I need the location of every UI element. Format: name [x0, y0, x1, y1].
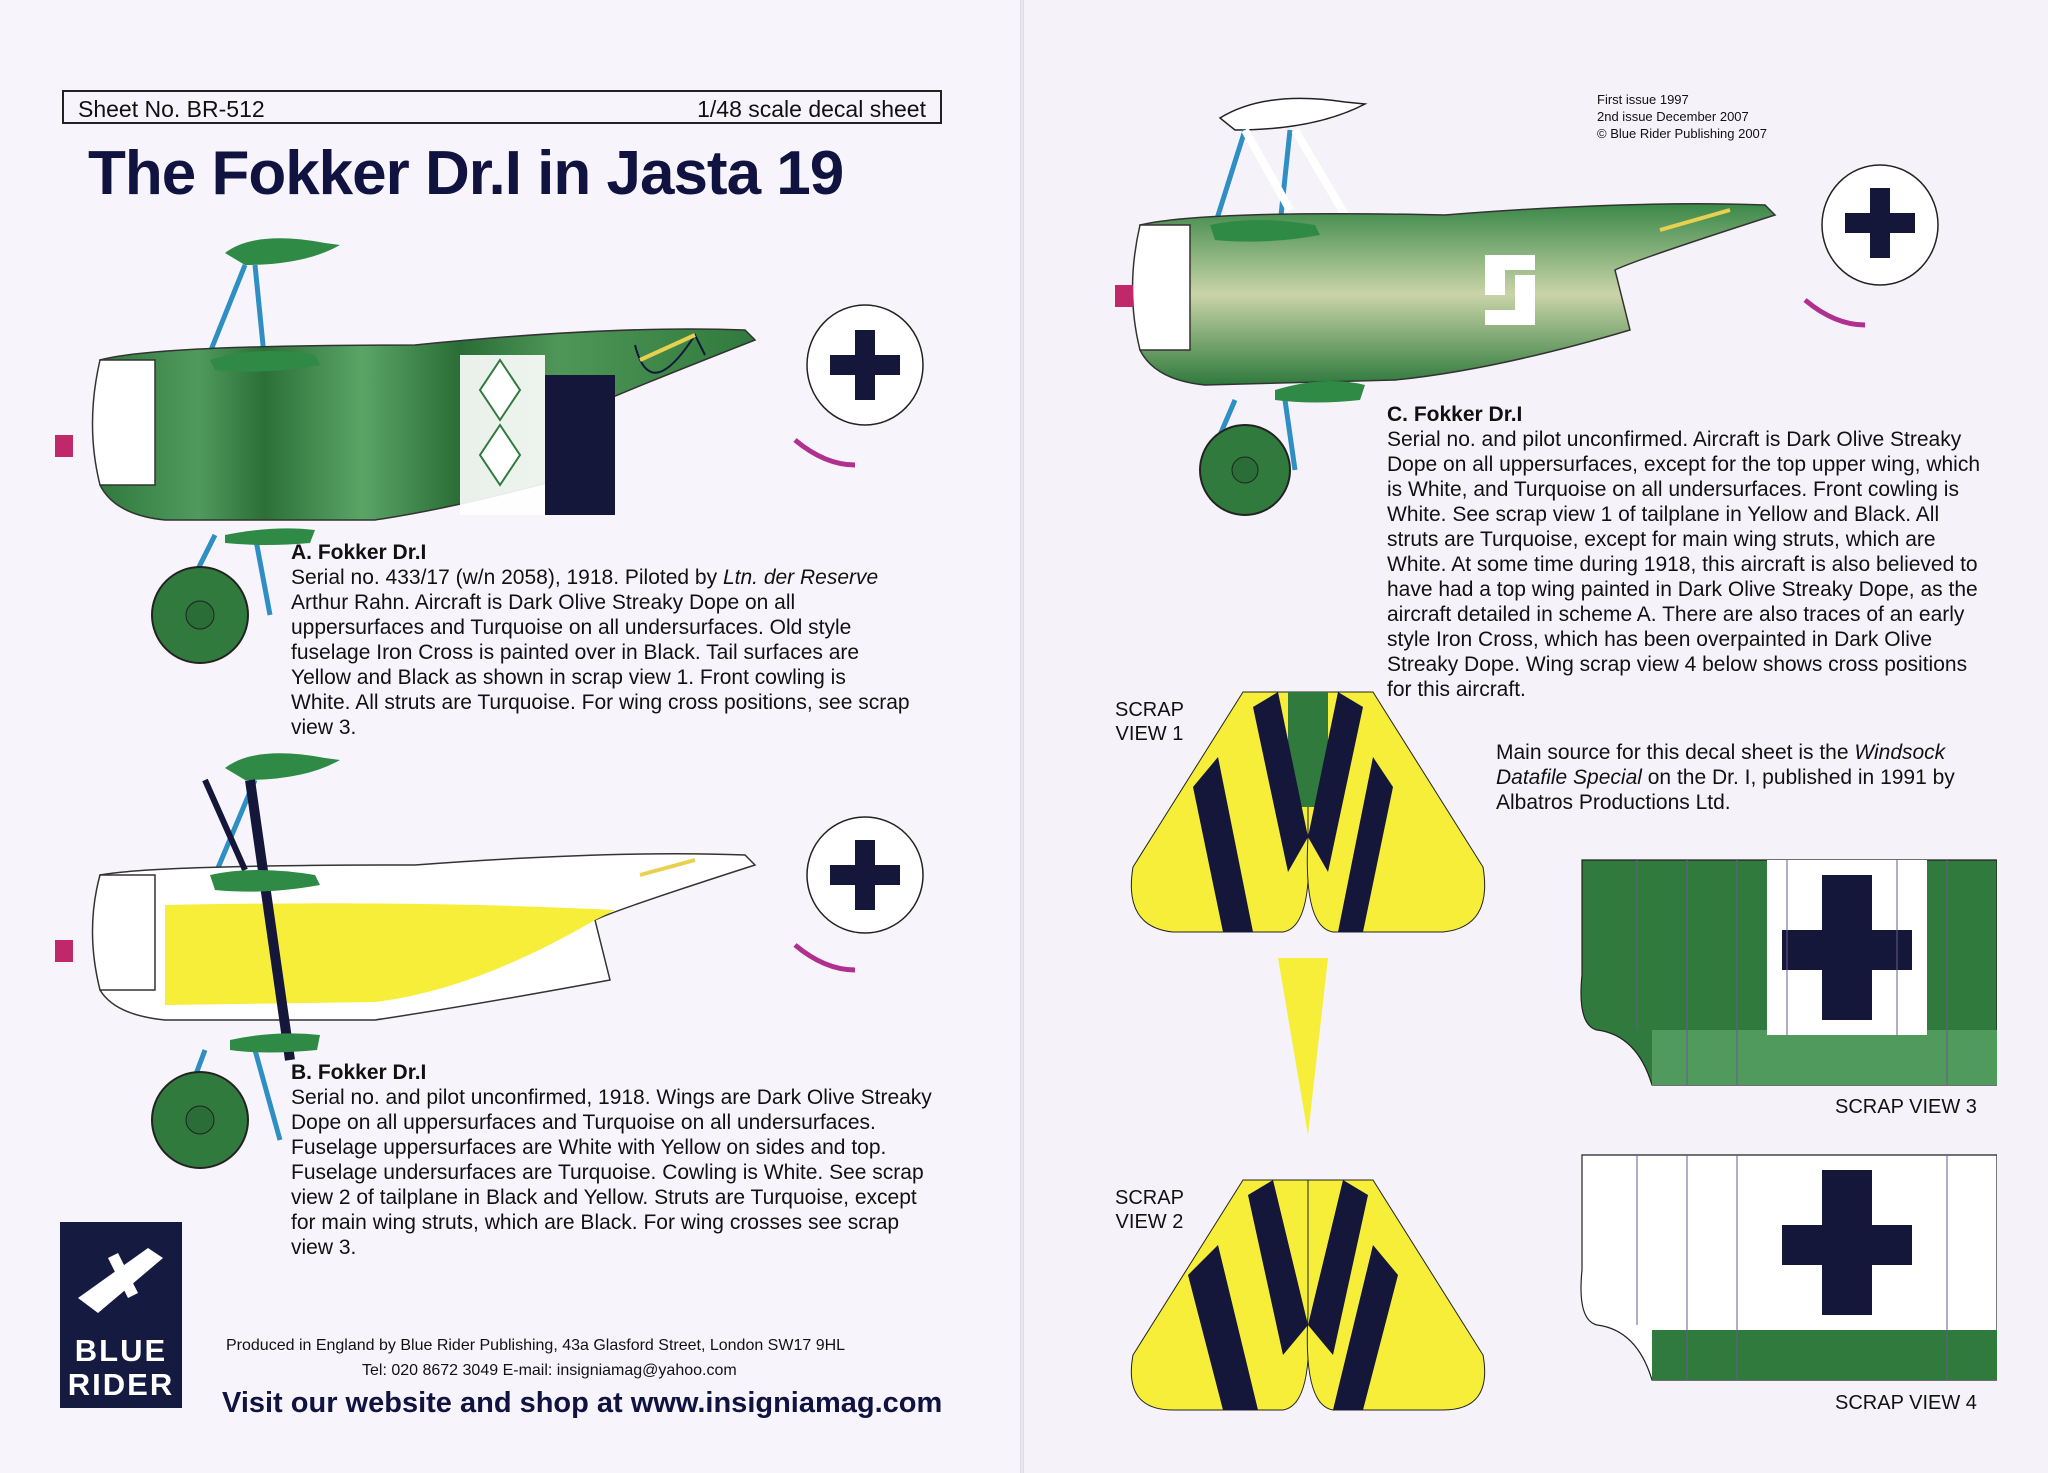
page-fold: [1020, 0, 1024, 1473]
cowling: [91, 359, 156, 486]
issue-line: © Blue Rider Publishing 2007: [1597, 126, 1768, 141]
publisher-contact: Tel: 020 8672 3049 E-mail: insigniamag@y…: [362, 1362, 737, 1379]
aircraft-c-illustration: [1115, 97, 1939, 516]
source-book: Windsock Datafile Special: [1496, 741, 1946, 789]
aircraft-a-text-after: Arthur Rahn. Aircraft is Dark Olive Stre…: [291, 591, 910, 739]
wing-cross-icon: [1782, 875, 1912, 1020]
logo-line: BLUE: [74, 1333, 168, 1368]
scrap-label-line: SCRAP: [1115, 699, 1184, 721]
overpainted-cross: [545, 375, 615, 515]
scrap-view-3-wing: [1580, 859, 1997, 1086]
website-link[interactable]: Visit our website and shop at www.insign…: [222, 1387, 943, 1419]
aircraft-a-illustration: [55, 238, 924, 664]
scrap-view-1-label: SCRAP VIEW 1: [1115, 698, 1184, 746]
scrap-view-4-label: SCRAP VIEW 4: [1835, 1392, 1977, 1414]
aircraft-a-description: A. Fokker Dr.I Serial no. 433/17 (w/n 20…: [291, 540, 911, 740]
scrap-label-line: SCRAP: [1115, 1187, 1184, 1209]
fuselage: [99, 328, 757, 521]
scrap-view-1-tailplane: [1130, 691, 1486, 933]
page-title: The Fokker Dr.I in Jasta 19: [88, 139, 844, 208]
aircraft-b-heading: B. Fokker Dr.I: [291, 1061, 427, 1084]
sheet-scale: 1/48 scale decal sheet: [697, 96, 926, 122]
aircraft-b-text: Serial no. and pilot unconfirmed, 1918. …: [291, 1086, 932, 1259]
aircraft-b-description: B. Fokker Dr.I Serial no. and pilot unco…: [291, 1060, 941, 1260]
scrap-view-3-label: SCRAP VIEW 3: [1835, 1096, 1977, 1118]
top-wing: [225, 238, 340, 265]
issue-info: First issue 1997 2nd issue December 2007…: [1597, 91, 1767, 142]
source-before: Main source for this decal sheet is the: [1496, 741, 1855, 764]
scrap-view-2-label: SCRAP VIEW 2: [1115, 1186, 1184, 1234]
aircraft-c-text: Serial no. and pilot unconfirmed. Aircra…: [1387, 428, 1981, 701]
scrap-label-line: VIEW 1: [1115, 723, 1184, 745]
plane-logo-icon: [78, 1248, 163, 1313]
issue-line: 2nd issue December 2007: [1597, 109, 1749, 124]
aircraft-a-text-before: Serial no. 433/17 (w/n 2058), 1918. Pilo…: [291, 566, 723, 589]
issue-line: First issue 1997: [1597, 92, 1689, 107]
sheet-header: Sheet No. BR-512 1/48 scale decal sheet: [62, 90, 942, 124]
source-note: Main source for this decal sheet is the …: [1496, 740, 2016, 815]
wing-cross-icon: [1782, 1170, 1912, 1315]
aircraft-a-heading: A. Fokker Dr.I: [291, 541, 427, 564]
blue-rider-logo: BLUE RIDER: [60, 1222, 182, 1408]
publisher-address: Produced in England by Blue Rider Publis…: [226, 1337, 846, 1354]
logo-text: BLUE RIDER: [60, 1334, 182, 1402]
aircraft-a-pilot-rank: Ltn. der Reserve: [722, 566, 879, 589]
scrap-view-4-wing: [1580, 1154, 1997, 1381]
sheet-number: Sheet No. BR-512: [78, 96, 265, 122]
aircraft-b-illustration: [55, 753, 924, 1169]
scrap-label-line: VIEW 2: [1115, 1211, 1184, 1233]
source-after: on the Dr. I, published in 1991 by Albat…: [1496, 766, 1955, 814]
logo-line: RIDER: [67, 1367, 175, 1402]
aircraft-c-description: C. Fokker Dr.I Serial no. and pilot unco…: [1387, 402, 1987, 702]
aircraft-c-heading: C. Fokker Dr.I: [1387, 403, 1523, 426]
scrap-view-2-tailplane: [1130, 958, 1486, 1411]
